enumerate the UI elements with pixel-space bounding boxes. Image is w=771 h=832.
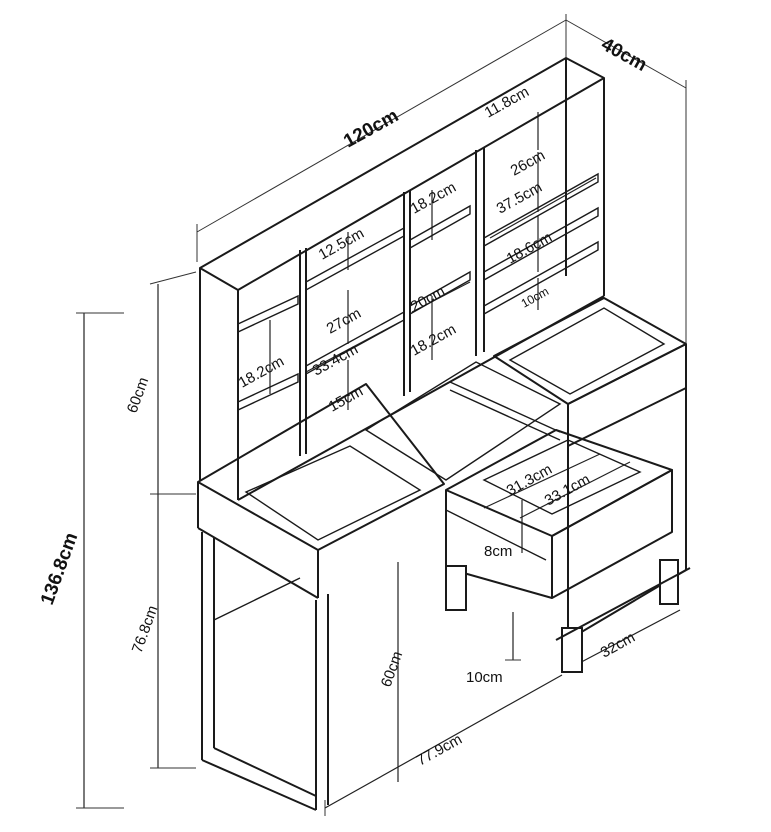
label-top-shelf-gap: 11.8cm [482,83,532,121]
desk-body [197,361,562,811]
label-overall-height: 136.8cm [37,530,82,608]
label-leg-height: 10cm [466,669,503,686]
dimension-labels: 120cm 40cm 136.8cm 60cm 76.8cm 11.8cm 26… [37,34,650,769]
label-cabinet-depth: 32cm [598,629,638,662]
drawer-cabinet [445,297,691,673]
label-center-shelf-width: 33.4cm [310,341,361,380]
hutch-shelving [199,57,605,501]
label-hutch-height: 60cm [124,375,153,415]
label-overall-depth: 40cm [598,34,651,76]
label-center-shelf-bottom: 15cm [326,383,366,416]
label-middle-shelf-c: 18.2cm [408,321,459,360]
label-center-shelf-mid: 27cm [324,305,364,338]
dimension-lines [76,14,687,816]
label-middle-shelf-b: 20cm [408,283,448,316]
label-knee-height: 60cm [378,649,407,689]
label-right-shelf-b: 18.6cm [504,229,555,268]
label-overall-width: 120cm [340,105,402,152]
label-desk-length: 77.9cm [414,731,465,770]
label-desk-height: 76.8cm [129,603,162,655]
label-right-shelf-a: 26cm [508,147,548,180]
label-left-shelf: 18.2cm [236,353,287,392]
label-drawer-depth: 8cm [484,543,512,560]
label-middle-shelf-a: 18.2cm [408,179,459,218]
label-right-shelf-c: 10cm [519,284,551,310]
